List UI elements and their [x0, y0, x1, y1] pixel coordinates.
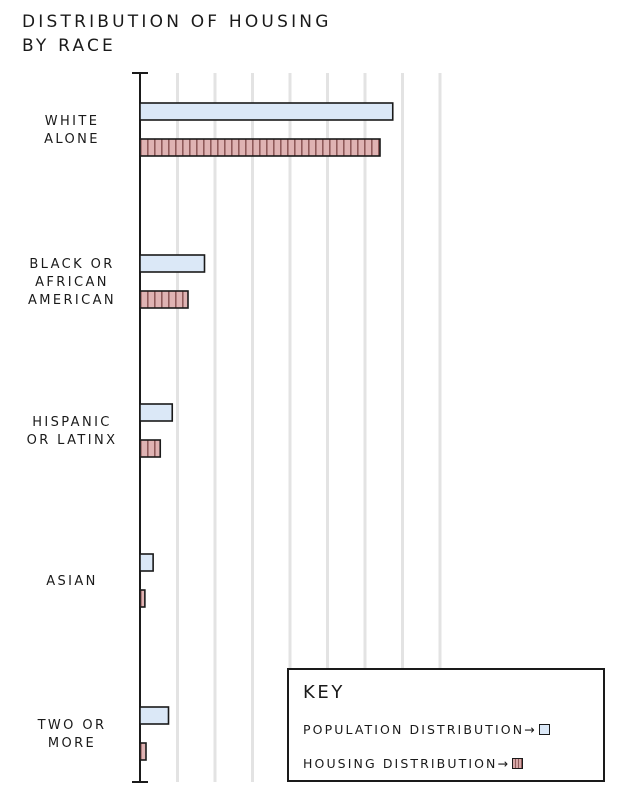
legend-swatch-population — [538, 724, 550, 735]
bar-population — [139, 403, 174, 422]
bar-population — [139, 706, 170, 725]
category-label: OR LATINX — [27, 433, 118, 448]
category-label: ASIAN — [46, 574, 98, 589]
category-label: MORE — [48, 736, 96, 751]
category-label: WHITE — [45, 114, 100, 129]
bar-housing — [139, 589, 146, 608]
legend: KEY POPULATION DISTRIBUTION→ HOUSING DIS… — [287, 668, 605, 782]
bar-housing — [139, 290, 189, 309]
category-labels: WHITE ALONE BLACK OR AFRICAN AMERICAN HISPANI… — [27, 114, 118, 751]
legend-swatch-housing — [512, 758, 524, 769]
y-axis — [132, 72, 148, 783]
bar-housing — [139, 138, 381, 157]
bar-population — [139, 553, 154, 572]
gridlines — [176, 73, 442, 782]
bar-population — [139, 102, 394, 121]
legend-label-population: POPULATION DISTRIBUTION→ — [303, 722, 537, 737]
chart-title: DISTRIBUTION OF HOUSING BY RACE — [22, 10, 332, 58]
legend-item-housing: HOUSING DISTRIBUTION→ — [303, 756, 524, 771]
category-label: BLACK OR — [29, 257, 114, 272]
category-label: AMERICAN — [28, 293, 116, 308]
bar-housing — [139, 439, 162, 458]
chart-title-line-1: DISTRIBUTION OF HOUSING — [22, 12, 332, 32]
category-label: TWO OR — [37, 718, 107, 733]
category-label: HISPANIC — [32, 415, 112, 430]
legend-item-population: POPULATION DISTRIBUTION→ — [303, 722, 550, 737]
chart-title-line-2: BY RACE — [22, 36, 116, 56]
bars — [139, 102, 394, 761]
category-label: AFRICAN — [35, 275, 109, 290]
legend-title: KEY — [303, 682, 345, 703]
category-label: ALONE — [44, 132, 100, 147]
legend-label-housing: HOUSING DISTRIBUTION→ — [303, 756, 511, 771]
bar-housing — [139, 742, 147, 761]
bar-population — [139, 254, 206, 273]
